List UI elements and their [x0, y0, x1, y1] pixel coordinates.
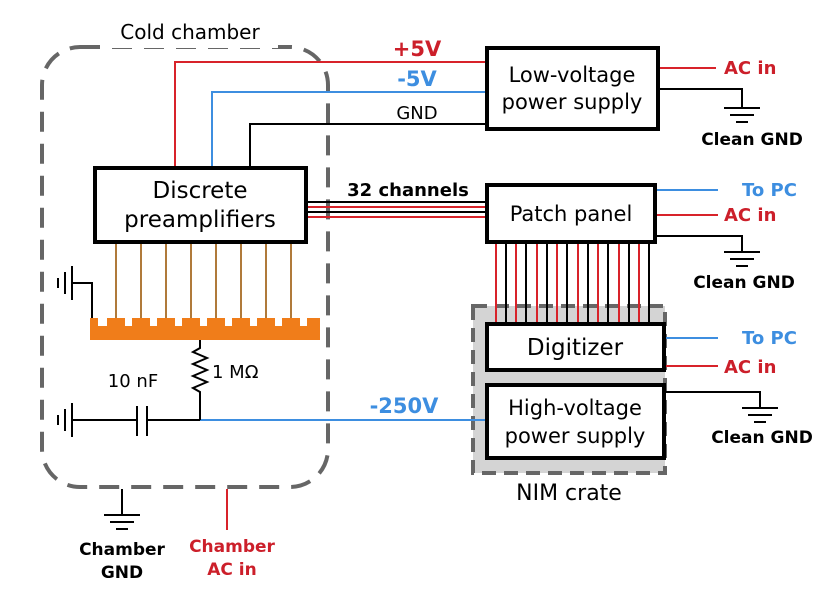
chamber-gnd-label-line2: GND [101, 563, 143, 583]
chamber-ac-label-line2: AC in [207, 560, 256, 580]
capacitor-symbol [72, 406, 200, 436]
detector-ground-icon [57, 266, 73, 300]
resistor-label: 1 MΩ [212, 362, 259, 383]
dig-to-pc-label: To PC [742, 328, 797, 349]
patch-to-digitizer-wires [495, 242, 650, 324]
low-voltage-supply-box [485, 46, 660, 131]
nim-clean-gnd-label: Clean GND [711, 428, 813, 448]
power-wires [174, 61, 487, 168]
segmented-detector [90, 318, 320, 340]
dig-ac-in-label: AC in [724, 357, 776, 378]
capacitor-label: 10 nF [108, 371, 158, 392]
detector-leads [115, 242, 292, 318]
plus5v-label: +5V [393, 37, 442, 61]
pp-clean-gnd-label: Clean GND [693, 273, 795, 293]
lv-gnd-wire [658, 88, 743, 108]
pp-ground-icon [724, 251, 760, 267]
hv-gnd-wire [664, 391, 761, 408]
nim-ground-icon [742, 407, 778, 423]
lv-ground-icon [724, 107, 760, 123]
minus250v-label: -250V [370, 394, 440, 418]
resistor-symbol [190, 340, 210, 420]
high-voltage-label-line2: power supply [505, 424, 646, 448]
plus5v-wire [174, 61, 487, 168]
channel-bus [306, 201, 486, 218]
lv-ac-in-label: AC in [724, 58, 776, 79]
capacitor-ground-icon [57, 403, 73, 437]
pp-ac-in-label: AC in [724, 205, 776, 226]
high-voltage-supply-box [485, 383, 666, 460]
chamber-ac-label-line1: Chamber [189, 537, 275, 557]
low-voltage-label-line1: Low-voltage [509, 63, 636, 87]
digitizer-box [485, 322, 666, 372]
minus5v-label: -5V [397, 67, 437, 91]
chamber-gnd-label-line1: Chamber [79, 540, 165, 560]
patch-panel-box [485, 183, 657, 244]
nim-crate-title: NIM crate [516, 481, 622, 506]
preamplifiers-label-line2: preamplifiers [124, 207, 276, 233]
channels-label: 32 channels [347, 180, 469, 201]
patch-panel-label: Patch panel [510, 202, 633, 226]
chamber-ground-icon [104, 514, 140, 530]
cold-chamber-title: Cold chamber [120, 20, 260, 44]
lv-clean-gnd-label: Clean GND [701, 130, 803, 150]
preamplifiers-label-line1: Discrete [153, 178, 248, 204]
detector-gnd-wire [72, 282, 93, 318]
gnd-wire [249, 123, 487, 168]
pp-to-pc-label: To PC [742, 180, 797, 201]
minus5v-wire [211, 91, 487, 168]
low-voltage-label-line2: power supply [502, 90, 643, 114]
preamplifiers-box [93, 166, 308, 244]
gnd-label: GND [396, 103, 437, 124]
high-voltage-label-line1: High-voltage [508, 396, 642, 420]
digitizer-label: Digitizer [527, 335, 624, 361]
pp-gnd-wire [655, 235, 743, 252]
